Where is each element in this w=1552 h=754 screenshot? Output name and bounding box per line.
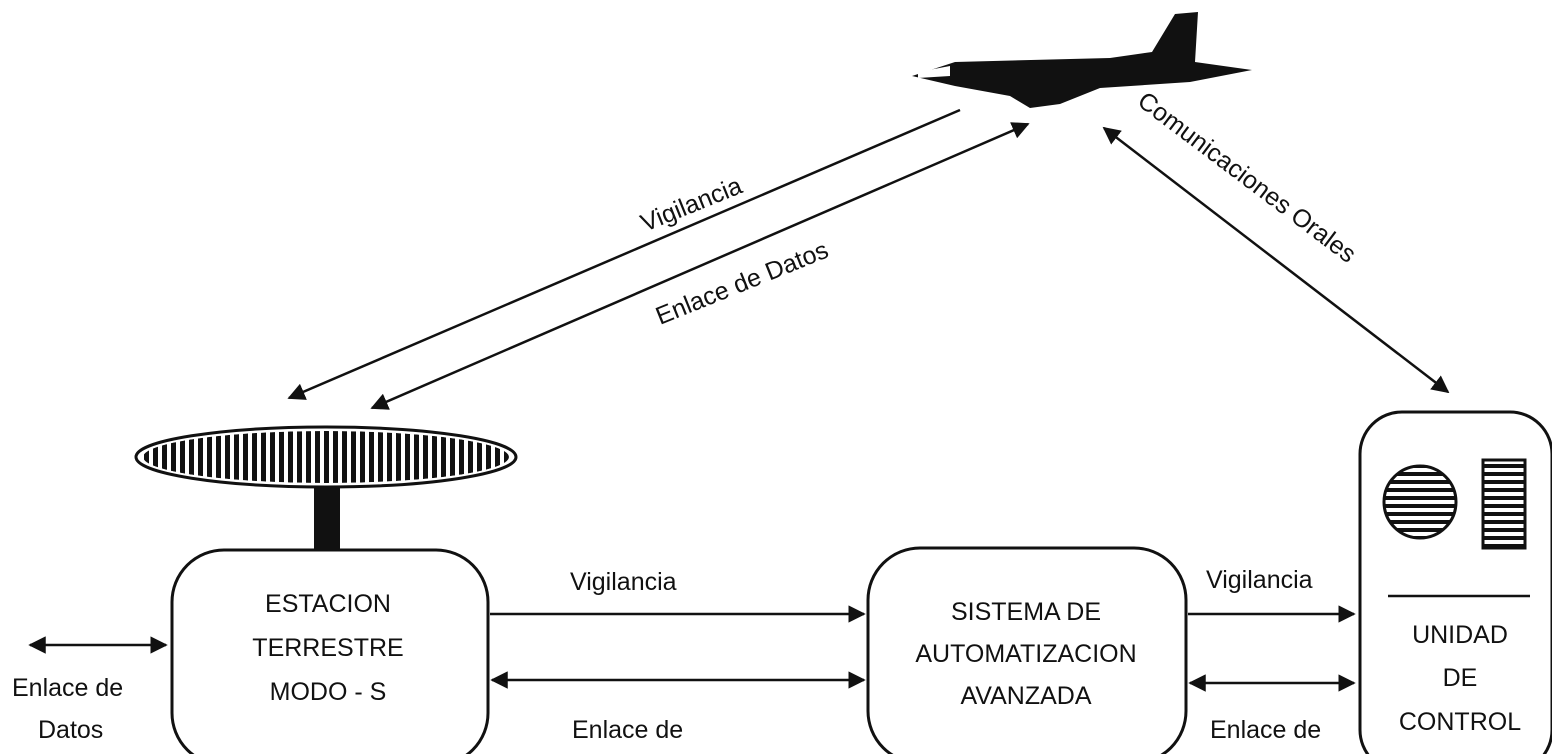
station-line-1: ESTACION: [265, 590, 391, 618]
label-enlace-de-left: Enlace de: [12, 674, 123, 702]
rect-display-icon: [1481, 458, 1527, 550]
automation-line-3: AVANZADA: [960, 682, 1091, 710]
ground-station-box: ESTACION TERRESTRE MODO - S: [170, 548, 490, 754]
label-enlace-datos-air: Enlace de Datos: [652, 236, 833, 331]
control-line-1: UNIDAD: [1412, 621, 1508, 649]
label-vigilancia-mid: Vigilancia: [570, 568, 677, 596]
control-line-3: CONTROL: [1399, 708, 1521, 736]
label-datos-left: Datos: [38, 716, 103, 744]
round-display-icon: [1382, 464, 1458, 540]
comunicaciones-orales-arrow: [1102, 126, 1450, 394]
vigilancia-air-arrow: [287, 108, 961, 400]
label-enlace-de-right: Enlace de: [1210, 716, 1321, 744]
label-vigilancia-right: Vigilancia: [1206, 566, 1313, 594]
aircraft-icon: [912, 12, 1252, 108]
control-unit-box: UNIDAD DE CONTROL: [1358, 410, 1552, 754]
automation-system-box: SISTEMA DE AUTOMATIZACION AVANZADA: [866, 546, 1188, 754]
radar-antenna-icon: [134, 425, 518, 552]
automation-line-1: SISTEMA DE: [951, 598, 1101, 626]
automation-line-2: AUTOMATIZACION: [915, 640, 1136, 668]
station-line-2: TERRESTRE: [252, 634, 403, 662]
label-enlace-de-mid: Enlace de: [572, 716, 683, 744]
control-line-2: DE: [1443, 664, 1478, 692]
station-line-3: MODO - S: [270, 678, 387, 706]
enlace-datos-air-arrow: [370, 122, 1030, 410]
label-vigilancia-air: Vigilancia: [637, 172, 746, 238]
